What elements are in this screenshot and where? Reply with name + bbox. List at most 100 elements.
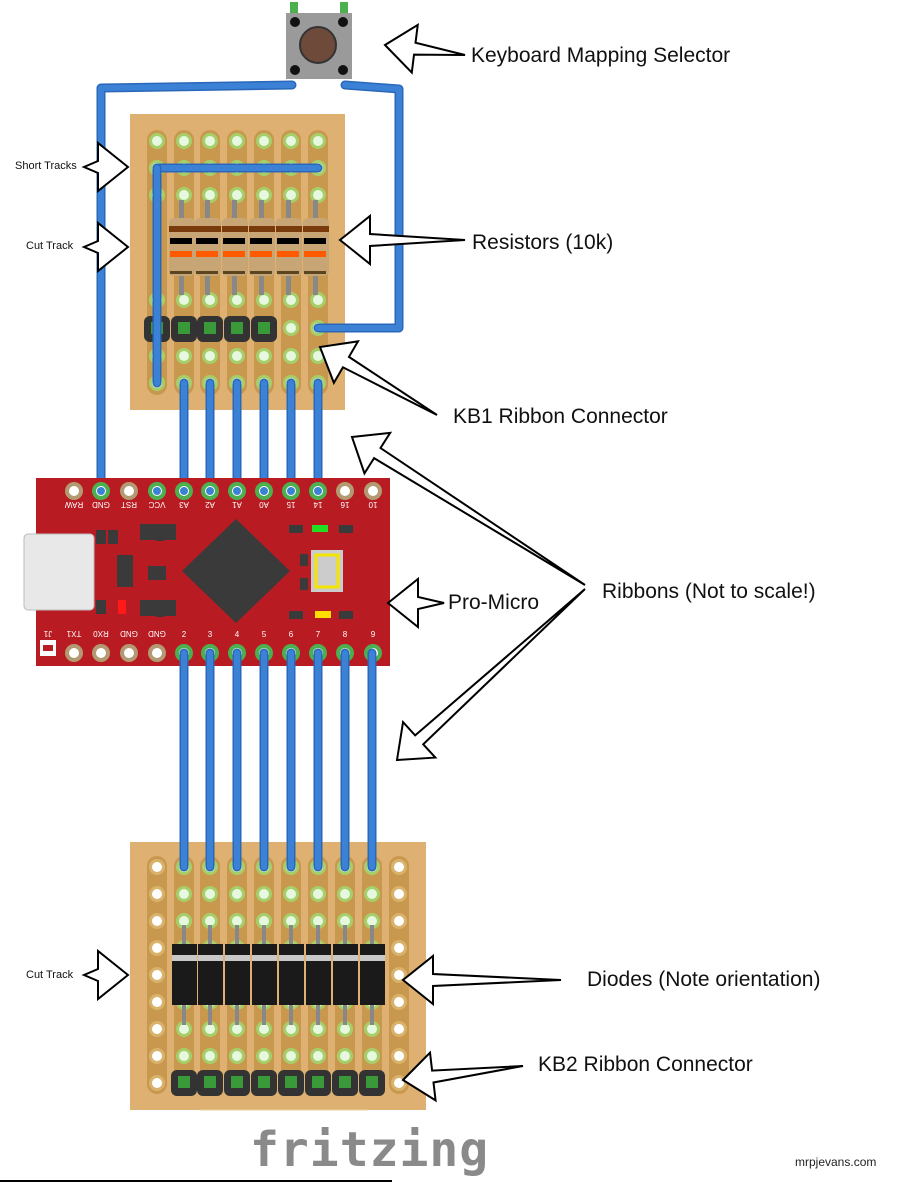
pro-micro-top-pin-label: GND: [92, 500, 110, 509]
pro-micro-chip: [182, 519, 290, 623]
kb1-hole: [205, 351, 215, 361]
pro-micro-bottom-hole: [124, 648, 134, 658]
pro-micro-top-pin-label: A3: [179, 500, 189, 509]
resistor-body: [195, 218, 221, 276]
pro-micro-bottom-hole: [152, 648, 162, 658]
arrow-diodes: [401, 953, 562, 1007]
resistor-body: [169, 218, 195, 276]
kb2-hole: [340, 1024, 350, 1034]
pro-micro-bottom-pin-label: 3: [208, 630, 213, 639]
button-screw: [290, 65, 300, 75]
resistor-body: [303, 218, 329, 276]
diode-body: [333, 944, 358, 1005]
arrow-resistors: [338, 213, 466, 267]
resistor-band-gold: [250, 271, 272, 274]
crystal-outline: [314, 553, 340, 589]
resistor-band-black: [223, 238, 245, 244]
resistor-band-black: [170, 238, 192, 244]
kb2-header-pin: [204, 1076, 216, 1088]
arrow-kb1-ribbon: [318, 340, 438, 416]
pro-micro-top-pin-label: 16: [340, 500, 349, 509]
resistor-band-brown: [303, 226, 329, 232]
kb2-header-pin: [339, 1076, 351, 1088]
resistor-band-gold: [170, 271, 192, 274]
kb1-hole: [259, 136, 269, 146]
kb2-hole: [179, 916, 189, 926]
pro-micro-bottom-pin-label: 6: [289, 630, 294, 639]
diode-body: [198, 944, 223, 1005]
pro-micro-bottom-pin-label: RX0: [93, 629, 109, 638]
resistor-band-black: [250, 238, 272, 244]
kb1-header-pin: [258, 322, 270, 334]
kb2-hole: [394, 943, 404, 953]
pro-micro-bottom-hole: [96, 648, 106, 658]
kb1-hole: [259, 351, 269, 361]
kb2-hole: [205, 889, 215, 899]
kb2-hole: [152, 889, 162, 899]
kb2-hole: [179, 1051, 189, 1061]
kb2-hole: [286, 1051, 296, 1061]
pro-micro-top-pin-label: A1: [232, 500, 242, 509]
kb1-hole: [232, 190, 242, 200]
button-signal-wire: [315, 82, 402, 331]
kb1-header-pin: [231, 322, 243, 334]
kb2-hole: [152, 943, 162, 953]
smd-component: [339, 525, 353, 533]
pro-micro-top-pin-label: A0: [259, 500, 269, 509]
button-leg: [290, 2, 298, 16]
resistor-band-brown: [195, 226, 221, 232]
smd-component: [108, 530, 118, 544]
led-red: [118, 600, 126, 614]
kb2-hole: [232, 916, 242, 926]
kb1-header-pin: [204, 322, 216, 334]
resistor-band-gold: [277, 271, 299, 274]
arrow-cut-track-bottom: [81, 948, 130, 1002]
kb1-hole: [205, 190, 215, 200]
diode-cathode-band: [360, 955, 385, 961]
kb1-hole: [179, 351, 189, 361]
resistor-band-orange: [196, 251, 218, 257]
resistor-band-gold: [223, 271, 245, 274]
kb2-hole: [286, 889, 296, 899]
kb2-header-pin: [231, 1076, 243, 1088]
kb2-header-pin: [312, 1076, 324, 1088]
kb2-hole: [205, 1024, 215, 1034]
pro-micro-bottom-hole: [69, 648, 79, 658]
kb2-hole: [259, 889, 269, 899]
kb1-hole: [313, 190, 323, 200]
arrow-cut-track-top: [81, 220, 130, 274]
j1-jumper-pad: [43, 645, 53, 651]
resistor-band-orange: [304, 251, 326, 257]
resistor-band-orange: [223, 251, 245, 257]
kb2-hole: [340, 916, 350, 926]
resistor-band-black: [304, 238, 326, 244]
resistor-band-black: [277, 238, 299, 244]
smd-component: [289, 525, 303, 533]
button-screw: [338, 65, 348, 75]
pro-micro-top-pin-label: A2: [205, 500, 215, 509]
kb2-hole: [152, 862, 162, 872]
wire-end: [206, 487, 214, 495]
pro-micro-top-hole: [69, 486, 79, 496]
diode-body: [360, 944, 385, 1005]
pro-micro-top-hole: [124, 486, 134, 496]
kb2-hole: [367, 1051, 377, 1061]
pro-micro-top-pin-label: 14: [313, 500, 322, 509]
resistor-band-orange: [250, 251, 272, 257]
arrow-short-tracks: [81, 140, 130, 194]
diode-body: [252, 944, 277, 1005]
kb2-hole: [340, 1051, 350, 1061]
pro-micro-bottom-pin-label: TX1: [66, 629, 81, 638]
kb2-hole: [367, 916, 377, 926]
led-green: [312, 525, 328, 532]
pro-micro-top-pin-label: 10: [368, 500, 377, 509]
kb2-hole: [313, 1051, 323, 1061]
smd-component: [117, 555, 133, 587]
kb1-header-pin: [178, 322, 190, 334]
kb1-hole: [179, 190, 189, 200]
kb2-hole: [394, 970, 404, 980]
resistor-body: [222, 218, 248, 276]
smd-component: [300, 578, 308, 590]
kb2-hole: [313, 889, 323, 899]
kb2-hole: [394, 1078, 404, 1088]
